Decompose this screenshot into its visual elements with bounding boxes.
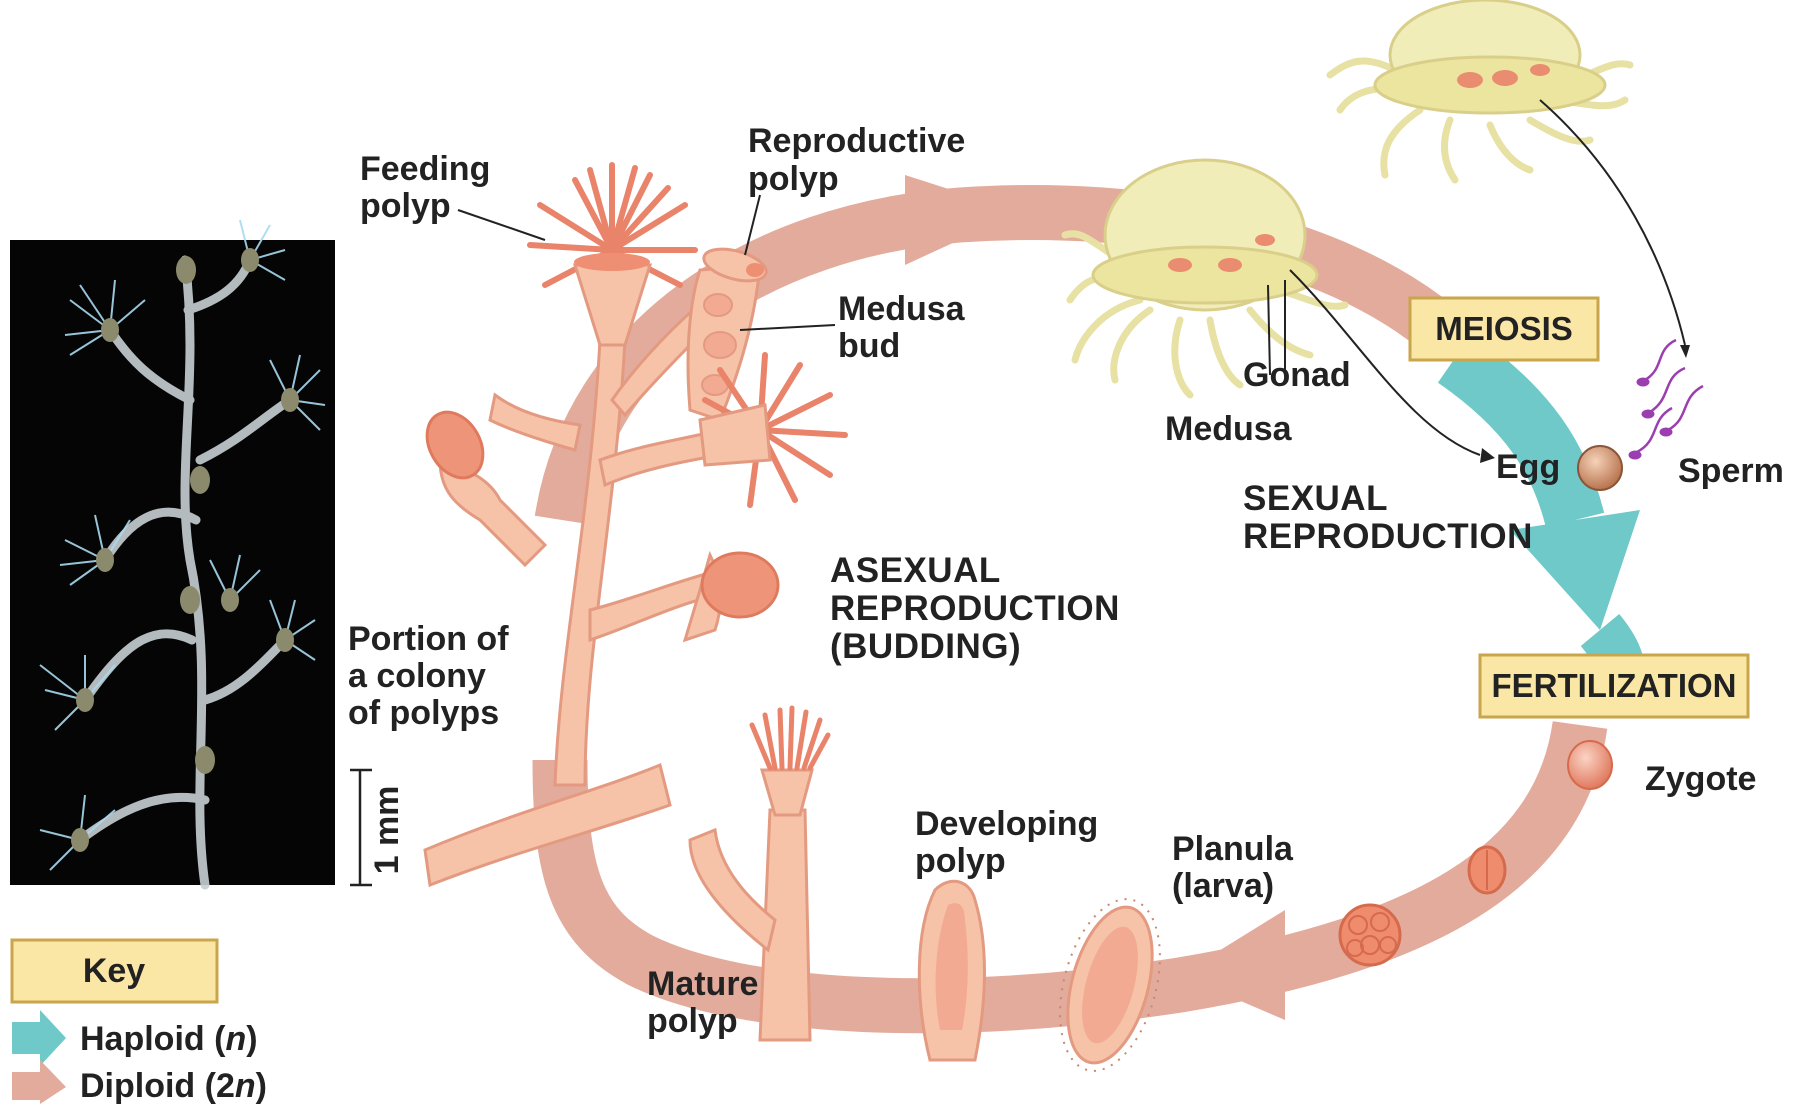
- medusa-label: Medusa: [1165, 410, 1293, 448]
- colony-branch-3: [490, 395, 580, 450]
- legend: Key Haploid (n) Diploid (2n): [12, 940, 267, 1105]
- mature-polyp-label: Mature polyp: [647, 965, 768, 1040]
- developing-polyp: [919, 881, 984, 1060]
- asexual-reproduction-label: ASEXUAL REPRODUCTION (BUDDING): [830, 551, 1130, 666]
- embryo-stages: [1340, 741, 1612, 965]
- lower-bud-polyp: [685, 553, 778, 640]
- scale-bar-label: 1 mm: [368, 786, 406, 875]
- egg-pointer-head: [1480, 448, 1495, 463]
- zygote-label: Zygote: [1645, 760, 1756, 798]
- sperm-pointer-head: [1680, 345, 1690, 358]
- svg-text:Key: Key: [83, 952, 145, 990]
- svg-text:MEIOSIS: MEIOSIS: [1435, 310, 1573, 347]
- polyp-colony: [425, 300, 720, 885]
- medusa-upper: [1330, 0, 1630, 180]
- haploid-key-label: Haploid (n): [80, 1020, 258, 1058]
- colony-photo: [10, 220, 335, 885]
- photo-background: [10, 240, 335, 885]
- sperm-cells: [1629, 340, 1703, 459]
- sperm-label: Sperm: [1678, 452, 1784, 490]
- colony-portion-label: Portion of a colony of polyps: [348, 620, 518, 732]
- medusa-bud-label: Medusa bud: [838, 290, 974, 365]
- side-feeding-polyp: [700, 355, 845, 505]
- feeding-polyp-label: Feeding polyp: [360, 150, 500, 225]
- fertilization-box: FERTILIZATION: [1480, 655, 1748, 717]
- planula-label: Planula (larva): [1172, 830, 1302, 905]
- svg-text:FERTILIZATION: FERTILIZATION: [1491, 667, 1736, 704]
- diploid-key-label: Diploid (2n): [80, 1067, 267, 1105]
- diploid-key-arrow: [12, 1060, 66, 1104]
- zygote-cell: [1568, 741, 1612, 789]
- egg-cell: [1578, 446, 1622, 490]
- gonad-label: Gonad: [1243, 356, 1351, 394]
- sexual-reproduction-label: SEXUAL REPRODUCTION: [1243, 479, 1533, 556]
- legend-title-box: Key: [12, 940, 217, 1002]
- developing-polyp-label: Developing polyp: [915, 805, 1108, 880]
- meiosis-box: MEIOSIS: [1410, 298, 1598, 360]
- haploid-key-arrow: [12, 1010, 66, 1066]
- reproductive-polyp: [688, 243, 769, 420]
- egg-label: Egg: [1496, 448, 1560, 486]
